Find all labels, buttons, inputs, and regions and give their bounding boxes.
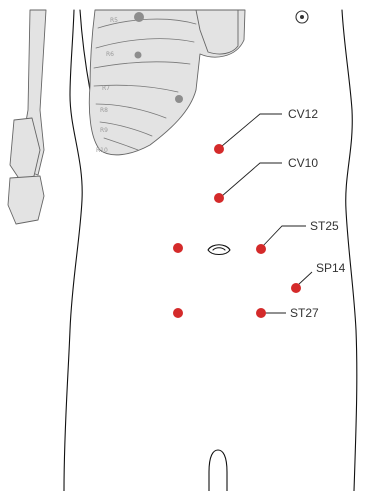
label-sp14: SP14 [316, 261, 346, 275]
point-cv10 [214, 193, 224, 203]
svg-text:R7: R7 [102, 85, 110, 92]
point-cv12 [214, 144, 224, 154]
leader-lines [222, 114, 312, 313]
groin-outline [209, 450, 227, 491]
point-st27-right [256, 308, 266, 318]
leader-cv12 [222, 114, 282, 146]
svg-text:R6: R6 [106, 51, 114, 58]
svg-text:R5: R5 [110, 17, 118, 24]
label-cv12: CV12 [288, 107, 318, 121]
nipple-right [296, 11, 308, 23]
point-st25-right [256, 244, 266, 254]
label-st25: ST25 [310, 219, 339, 233]
bone-landmark-dot-2 [135, 52, 142, 59]
bone-landmark-dot-3 [175, 95, 183, 103]
label-st27: ST27 [290, 306, 319, 320]
bone-landmark-dot-1 [134, 12, 144, 22]
svg-text:R9: R9 [100, 127, 108, 134]
point-st27-left [173, 308, 183, 318]
svg-text:R8: R8 [100, 107, 108, 114]
leader-st25 [262, 226, 306, 247]
point-st25-left [173, 243, 183, 253]
label-cv10: CV10 [288, 156, 318, 170]
leader-sp14 [298, 272, 312, 285]
point-sp14 [291, 283, 301, 293]
left-arm-bones [8, 10, 46, 224]
leader-cv10 [222, 163, 282, 196]
navel [208, 245, 230, 255]
acupoints [173, 144, 301, 318]
svg-text:R10: R10 [96, 147, 108, 154]
rib-cage: R5 R6 R7 R8 R9 R10 [89, 10, 245, 155]
